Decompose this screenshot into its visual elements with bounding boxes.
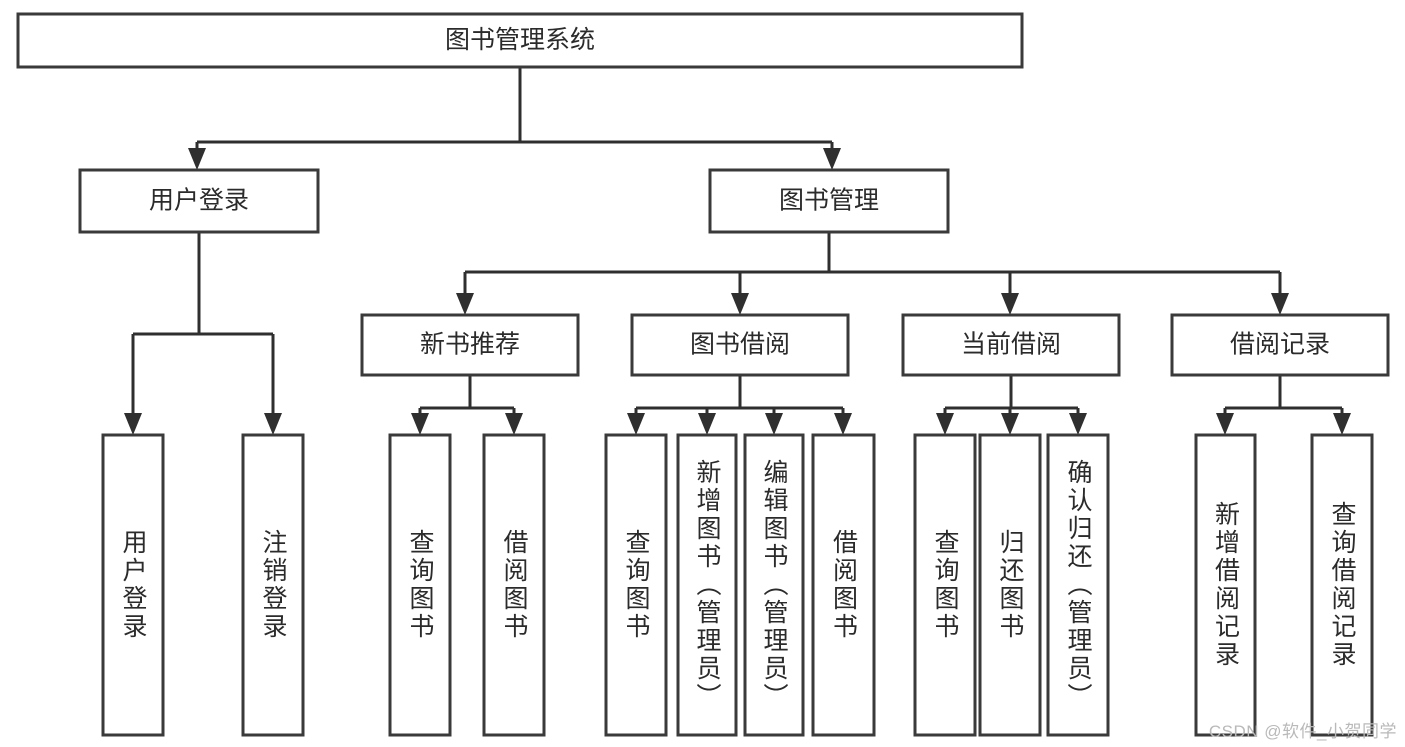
node-box-book-borrow[interactable] xyxy=(630,313,850,377)
connector-bookmanage-to-level3 xyxy=(456,232,1289,315)
node-box-leaf-user-login[interactable] xyxy=(101,433,165,737)
node-box-leaf-edit-book-admin[interactable] xyxy=(743,433,805,737)
arrow-head-icon xyxy=(834,413,852,435)
node-label-leaf-borrow-book: 借阅图书 xyxy=(830,529,859,641)
node-label-leaf-borrow-book-recommend: 借阅图书 xyxy=(500,529,529,641)
connector-borrow-to-leaves xyxy=(627,375,852,435)
arrow-head-icon xyxy=(1001,293,1019,315)
node-label-leaf-add-book-admin: 新增图书（管理员） xyxy=(693,459,722,711)
node-leaf-confirm-return-admin[interactable]: 确认归还（管理员） xyxy=(1046,433,1110,737)
node-leaf-add-borrow-record[interactable]: 新增借阅记录 xyxy=(1194,433,1257,737)
arrow-head-icon xyxy=(731,293,749,315)
node-label-leaf-query-book-current: 查询图书 xyxy=(931,529,960,641)
arrow-head-icon xyxy=(1216,413,1234,435)
node-leaf-edit-book-admin[interactable]: 编辑图书（管理员） xyxy=(743,433,805,737)
connector-record-to-leaves xyxy=(1216,375,1351,435)
node-box-leaf-confirm-return-admin[interactable] xyxy=(1046,433,1110,737)
node-label-leaf-confirm-return-admin: 确认归还（管理员） xyxy=(1064,459,1093,711)
node-box-leaf-add-borrow-record[interactable] xyxy=(1194,433,1257,737)
node-leaf-query-borrow-record[interactable]: 查询借阅记录 xyxy=(1310,433,1374,737)
node-borrow-record[interactable]: 借阅记录 xyxy=(1170,313,1390,377)
arrow-head-icon xyxy=(188,148,206,170)
connector-userlogin-to-leaves xyxy=(124,232,282,435)
node-label-new-book-recommend: 新书推荐 xyxy=(420,331,520,359)
node-label-leaf-user-login: 用户登录 xyxy=(119,529,148,641)
node-box-user-login[interactable] xyxy=(78,168,320,234)
node-box-leaf-borrow-book-recommend[interactable] xyxy=(482,433,546,737)
node-box-new-book-recommend[interactable] xyxy=(360,313,580,377)
node-box-root[interactable] xyxy=(16,12,1024,69)
node-box-leaf-query-book-current[interactable] xyxy=(913,433,977,737)
node-leaf-add-book-admin[interactable]: 新增图书（管理员） xyxy=(676,433,738,737)
arrow-head-icon xyxy=(936,413,954,435)
node-book-manage[interactable]: 图书管理 xyxy=(708,168,950,234)
node-new-book-recommend[interactable]: 新书推荐 xyxy=(360,313,580,377)
node-label-current-borrow: 当前借阅 xyxy=(961,331,1061,359)
node-leaf-query-book-current[interactable]: 查询图书 xyxy=(913,433,977,737)
node-leaf-return-book[interactable]: 归还图书 xyxy=(978,433,1042,737)
arrow-head-icon xyxy=(1333,413,1351,435)
node-box-borrow-record[interactable] xyxy=(1170,313,1390,377)
node-label-leaf-return-book: 归还图书 xyxy=(996,529,1025,641)
arrow-head-icon xyxy=(505,413,523,435)
arrow-head-icon xyxy=(124,413,142,435)
node-leaf-query-book-recommend[interactable]: 查询图书 xyxy=(388,433,452,737)
arrow-head-icon xyxy=(264,413,282,435)
node-label-leaf-query-borrow-record: 查询借阅记录 xyxy=(1328,501,1357,669)
node-leaf-user-login[interactable]: 用户登录 xyxy=(101,433,165,737)
arrow-head-icon xyxy=(411,413,429,435)
node-box-leaf-query-book-recommend[interactable] xyxy=(388,433,452,737)
arrow-head-icon xyxy=(1001,413,1019,435)
arrow-head-icon xyxy=(698,413,716,435)
connector-root-to-level2 xyxy=(188,67,841,170)
node-label-leaf-query-book-borrow: 查询图书 xyxy=(622,529,651,641)
node-box-leaf-query-borrow-record[interactable] xyxy=(1310,433,1374,737)
arrow-head-icon xyxy=(627,413,645,435)
csdn-watermark: CSDN @软件_小贺同学 xyxy=(1208,722,1397,741)
connector-layer xyxy=(124,67,1351,435)
node-box-leaf-return-book[interactable] xyxy=(978,433,1042,737)
arrow-head-icon xyxy=(765,413,783,435)
node-leaf-borrow-book[interactable]: 借阅图书 xyxy=(811,433,876,737)
node-label-leaf-add-borrow-record: 新增借阅记录 xyxy=(1212,501,1241,669)
node-label-leaf-query-book-recommend: 查询图书 xyxy=(406,529,435,641)
arrow-head-icon xyxy=(456,293,474,315)
node-box-leaf-query-book-borrow[interactable] xyxy=(604,433,668,737)
node-book-borrow[interactable]: 图书借阅 xyxy=(630,313,850,377)
node-leaf-borrow-book-recommend[interactable]: 借阅图书 xyxy=(482,433,546,737)
node-label-borrow-record: 借阅记录 xyxy=(1230,331,1330,359)
arrow-head-icon xyxy=(1271,293,1289,315)
node-leaf-query-book-borrow[interactable]: 查询图书 xyxy=(604,433,668,737)
node-box-leaf-logout[interactable] xyxy=(241,433,305,737)
node-root[interactable]: 图书管理系统 xyxy=(16,12,1024,69)
node-current-borrow[interactable]: 当前借阅 xyxy=(901,313,1121,377)
node-box-book-manage[interactable] xyxy=(708,168,950,234)
arrow-head-icon xyxy=(1069,413,1087,435)
connector-recommend-to-leaves xyxy=(411,375,523,435)
node-leaf-logout[interactable]: 注销登录 xyxy=(241,433,305,737)
node-label-user-login: 用户登录 xyxy=(149,187,249,215)
node-label-book-borrow: 图书借阅 xyxy=(690,331,790,359)
node-label-leaf-logout: 注销登录 xyxy=(259,529,288,641)
node-box-leaf-add-book-admin[interactable] xyxy=(676,433,738,737)
node-label-root: 图书管理系统 xyxy=(445,26,595,54)
node-layer: 图书管理系统用户登录图书管理新书推荐图书借阅当前借阅借阅记录用户登录注销登录查询… xyxy=(16,12,1390,737)
node-label-leaf-edit-book-admin: 编辑图书（管理员） xyxy=(760,459,789,711)
node-box-current-borrow[interactable] xyxy=(901,313,1121,377)
connector-current-to-leaves xyxy=(936,375,1087,435)
node-box-leaf-borrow-book[interactable] xyxy=(811,433,876,737)
arrow-head-icon xyxy=(823,148,841,170)
node-user-login[interactable]: 用户登录 xyxy=(78,168,320,234)
node-label-book-manage: 图书管理 xyxy=(779,187,879,215)
